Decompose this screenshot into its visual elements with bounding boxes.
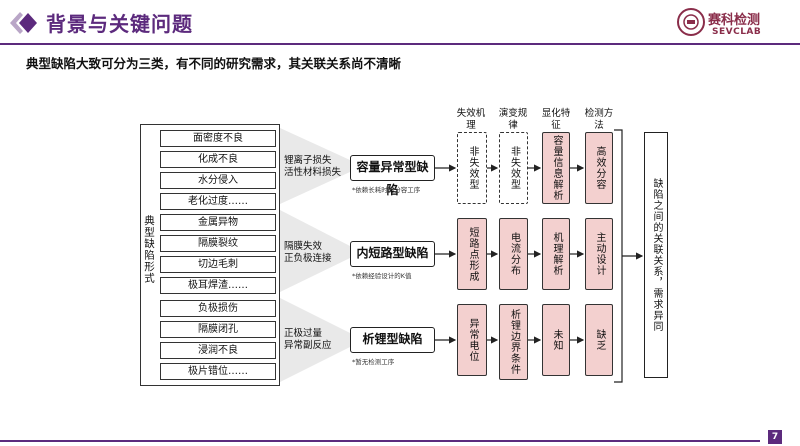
- matrix-cell: 未知: [542, 304, 570, 376]
- defect-item: 极片错位……: [160, 363, 276, 380]
- defect-type-lithium-plating: 析锂型缺陷: [350, 327, 435, 353]
- defect-item: 化成不良: [160, 151, 276, 168]
- page-title: 背景与关键问题: [46, 12, 193, 36]
- defect-item: 隔膜裂纹: [160, 235, 276, 252]
- relationship-summary-box: 缺陷之间的关联关系，需求异同: [644, 132, 668, 378]
- defect-item: 面密度不良: [160, 130, 276, 147]
- defect-forms-label: 典型缺陷形式: [143, 215, 155, 284]
- logo-english-name: SEVCLAB: [712, 27, 762, 37]
- column-header: 检测方法: [584, 108, 614, 131]
- page-number: 7: [768, 430, 782, 444]
- column-header: 演变规律: [498, 108, 528, 131]
- defect-item: 金属异物: [160, 214, 276, 231]
- defect-note: *暂无检测工序: [352, 358, 395, 366]
- cause-label: 锂离子损失 活性材料损失: [284, 155, 342, 178]
- defect-item: 负极损伤: [160, 300, 276, 317]
- matrix-cell: 容量信息解析: [542, 132, 570, 204]
- defect-type-short-circuit: 内短路型缺陷: [350, 241, 435, 267]
- defect-item: 极耳焊渣……: [160, 277, 276, 294]
- defect-note: *依赖经验设计的K值: [352, 272, 412, 280]
- matrix-cell: 短路点形成: [457, 218, 487, 290]
- matrix-cell: 缺乏: [585, 304, 613, 376]
- cause-label: 正极过量 异常副反应: [284, 328, 332, 351]
- matrix-cell: 高效分容: [585, 132, 613, 204]
- matrix-cell: 析锂边界条件: [499, 304, 528, 380]
- matrix-cell: 非失效型: [457, 132, 487, 204]
- slide-subtitle: 典型缺陷大致可分为三类，有不同的研究需求，其关联关系尚不清晰: [26, 56, 402, 71]
- logo-chinese-name: 赛科检测: [708, 13, 761, 28]
- matrix-cell: 机理解析: [542, 218, 570, 290]
- defect-note: *依赖长耗时的分容工序: [352, 186, 421, 194]
- column-header: 显化特征: [541, 108, 571, 131]
- matrix-cell: 非失效型: [499, 132, 528, 204]
- defect-item: 隔膜闭孔: [160, 321, 276, 338]
- defect-item: 切边毛刺: [160, 256, 276, 273]
- sevclab-logo-icon: [677, 8, 705, 36]
- defect-item: 老化过度……: [160, 193, 276, 210]
- matrix-cell: 主动设计: [585, 218, 613, 290]
- matrix-cell: 电流分布: [499, 218, 528, 290]
- defect-item: 水分侵入: [160, 172, 276, 189]
- cause-label: 隔膜失效 正负极连接: [284, 241, 332, 264]
- defect-item: 浸润不良: [160, 342, 276, 359]
- defect-type-capacity: 容量异常型缺陷: [350, 155, 435, 197]
- header-diamond-icon: [10, 12, 37, 34]
- footer-divider: [0, 440, 760, 442]
- header-divider: [0, 43, 800, 45]
- column-header: 失效机理: [456, 108, 486, 131]
- matrix-cell: 异常电位: [457, 304, 487, 376]
